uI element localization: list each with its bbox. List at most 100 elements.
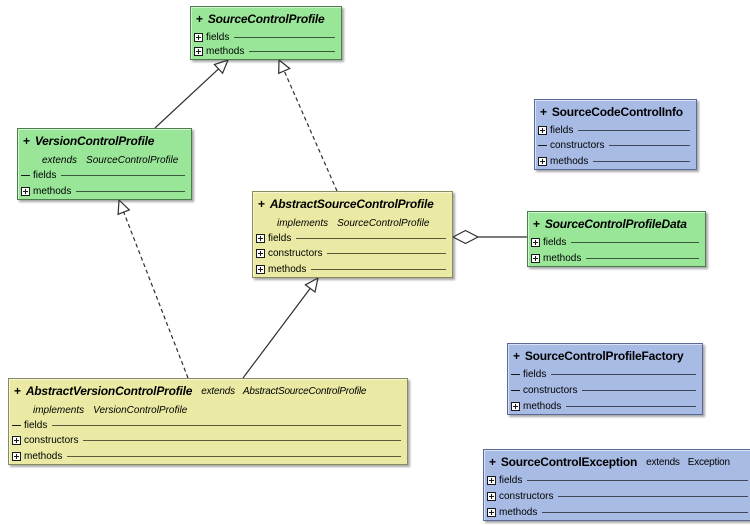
section-rule-line	[296, 238, 446, 240]
generalization-versioncontrolprofile-to-sourcecontrolprofile[interactable]	[154, 59, 230, 129]
expand-plus-icon[interactable]	[538, 126, 547, 136]
class-title: +AbstractSourceControlProfile	[253, 192, 452, 215]
section-rule-line	[586, 257, 699, 259]
clause-type: Exception	[687, 456, 730, 468]
section-row-methods[interactable]: methods	[253, 262, 452, 277]
section-row-fields[interactable]: fields	[508, 367, 702, 383]
generalization-arrowhead	[117, 198, 131, 216]
class-name: VersionControlProfile	[34, 134, 155, 148]
expand-plus-icon[interactable]	[21, 186, 30, 196]
section-row-methods[interactable]: methods	[528, 251, 705, 267]
expand-plus-icon[interactable]	[12, 451, 21, 461]
section-rule-line	[527, 480, 748, 482]
section-row-fields[interactable]: fields	[9, 418, 407, 433]
class-name: SourceCodeControlInfo	[551, 105, 683, 119]
section-row-fields[interactable]: fields	[528, 235, 705, 251]
section-row-methods[interactable]: methods	[191, 45, 341, 60]
generalization-abstractversioncontrolprofile-to-abstractsourcecontrolprofile[interactable]	[242, 276, 319, 379]
section-label: fields	[206, 31, 230, 43]
section-label: methods	[268, 263, 307, 275]
expand-plus-icon[interactable]	[256, 264, 265, 274]
section-row-fields[interactable]: fields	[18, 168, 191, 184]
section-label: methods	[499, 506, 538, 518]
section-label: fields	[24, 420, 48, 432]
class-name: SourceControlProfile	[207, 12, 325, 26]
class-name: AbstractVersionControlProfile	[25, 384, 193, 398]
class-name: AbstractSourceControlProfile	[269, 197, 434, 211]
expand-plus-icon[interactable]	[12, 436, 21, 446]
clause-type: SourceControlProfile	[86, 154, 179, 166]
generalization-arrowhead	[213, 59, 230, 75]
section-row-methods[interactable]: methods	[9, 449, 407, 464]
empty-section-dash-icon	[511, 390, 520, 391]
section-label: methods	[33, 185, 72, 197]
section-rule-line	[234, 36, 335, 38]
realization-abstractversioncontrolprofile-to-versioncontrolprofile[interactable]	[117, 198, 189, 379]
expand-plus-icon[interactable]	[531, 238, 540, 248]
aggregation-abstractsourcecontrolprofile-to-sourcecontrolprofiledata[interactable]	[451, 229, 527, 245]
expand-plus-icon[interactable]	[194, 32, 203, 42]
empty-section-dash-icon	[538, 145, 547, 147]
section-row-constructors[interactable]: constructors	[253, 246, 452, 261]
section-row-fields[interactable]: fields	[253, 231, 452, 246]
generalization-arrowhead	[278, 58, 291, 75]
expand-plus-icon[interactable]	[487, 476, 496, 486]
section-rule-line	[61, 175, 185, 177]
expand-plus-icon[interactable]	[256, 249, 265, 259]
expand-plus-icon[interactable]	[194, 47, 203, 57]
realization-abstractsourcecontrolprofile-to-sourcecontrolprofile[interactable]	[278, 58, 338, 192]
empty-section-dash-icon	[21, 175, 30, 177]
section-row-methods[interactable]: methods	[508, 398, 702, 414]
section-row-fields[interactable]: fields	[535, 123, 696, 138]
section-row-fields[interactable]: fields	[484, 473, 750, 489]
section-label: fields	[523, 369, 547, 381]
section-rule-line	[327, 253, 446, 255]
section-row-constructors[interactable]: constructors	[535, 138, 696, 153]
connector-line[interactable]	[154, 68, 219, 129]
section-row-constructors[interactable]: constructors	[484, 489, 750, 505]
section-label: constructors	[268, 248, 323, 260]
section-label: methods	[24, 450, 63, 462]
section-row-constructors[interactable]: constructors	[9, 433, 407, 448]
section-label: methods	[523, 400, 562, 412]
expand-plus-icon[interactable]	[256, 234, 265, 244]
section-row-methods[interactable]: methods	[18, 184, 191, 200]
section-rule-line	[542, 511, 748, 513]
expand-plus-icon[interactable]	[487, 507, 496, 517]
class-name: SourceControlException	[500, 455, 638, 469]
expand-plus-icon[interactable]	[511, 401, 520, 411]
expand-plus-icon[interactable]	[538, 156, 547, 166]
connector-line[interactable]	[242, 288, 311, 379]
connector-line[interactable]	[123, 211, 189, 379]
connector-line[interactable]	[283, 70, 338, 192]
expand-plus-icon[interactable]	[487, 492, 496, 501]
section-row-constructors[interactable]: constructors	[508, 383, 702, 399]
class-title: +SourceControlProfile	[191, 7, 341, 30]
section-rule-line	[566, 405, 696, 407]
clause-type: VersionControlProfile	[93, 404, 188, 416]
visibility-symbol: +	[513, 349, 520, 363]
section-rule-line	[582, 390, 696, 391]
section-row-methods[interactable]: methods	[484, 504, 750, 520]
section-row-methods[interactable]: methods	[535, 154, 696, 169]
expand-plus-icon[interactable]	[531, 253, 540, 263]
section-rule-line	[76, 190, 185, 192]
section-row-fields[interactable]: fields	[191, 30, 341, 45]
visibility-symbol: +	[540, 105, 547, 119]
section-label: fields	[543, 237, 567, 249]
